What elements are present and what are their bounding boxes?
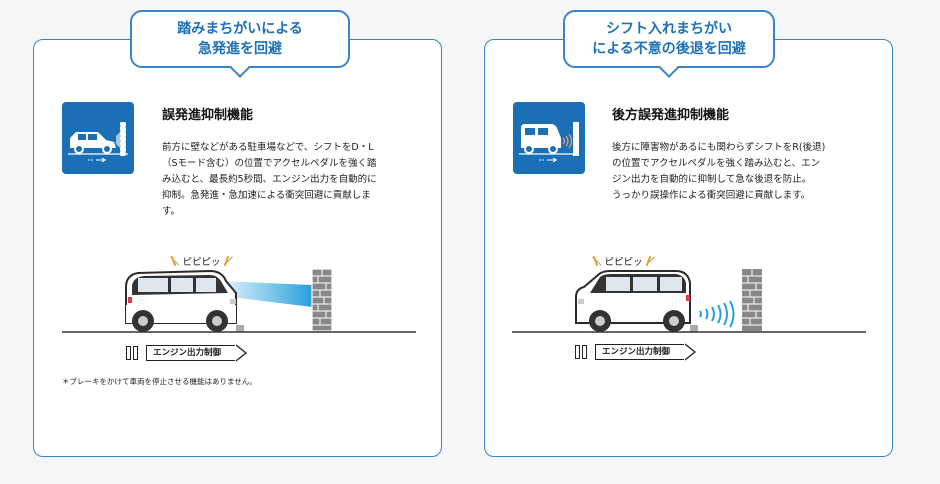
badge-line-2: 急発進を回避 [198,41,282,57]
feature-badge-forward: 踏みまちがいによる 急発進を回避 [130,10,350,78]
reverse-scene-illustration [512,256,866,333]
engine-control-label: エンジン出力制御 [146,345,236,361]
forward-scene-illustration [62,256,416,333]
feature-title: 誤発進抑制機能 [162,108,254,123]
beep-alert: ＼ ピピピッ ／ [170,257,234,268]
car-wall-icon [62,102,134,174]
feature-title: 後方誤発進抑制機能 [612,108,730,123]
feature-description: 前方に壁などがある駐車場などで、シフトをD・L （Sモード含む）の位置でアクセル… [162,142,377,217]
badge-line-2: による不意の後退を回避 [592,41,746,57]
feature-description: 後方に障害物があるにも関わらずシフトをR(後退) の位置でアクセルペダルを強く踏… [612,142,826,201]
feature-badge-reverse: シフト入れまちがい による不意の後退を回避 [563,10,775,78]
badge-line-1: 踏みまちがいによる [177,21,303,37]
footnote: ＊ブレーキをかけて車両を停止させる機能はありません。 [62,377,257,386]
engine-control-label: エンジン出力制御 [595,344,685,360]
car-reverse-wall-icon [513,102,585,174]
badge-line-1: シフト入れまちがい [606,21,732,37]
beep-alert: ＼ ピピピッ ／ [592,257,656,268]
